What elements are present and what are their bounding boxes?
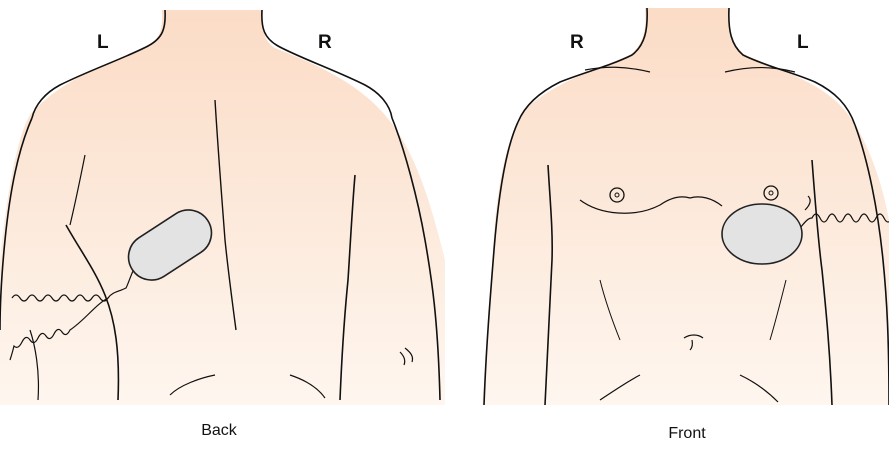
back-side-left-label: L (97, 33, 109, 52)
front-view-caption: Front (627, 426, 747, 442)
back-side-right-label: R (318, 33, 332, 52)
back-view-caption: Back (159, 423, 279, 439)
front-view (482, 8, 889, 405)
front-implant-device (722, 204, 802, 264)
back-view (0, 10, 445, 405)
front-side-left-label: R (570, 33, 584, 52)
front-side-right-label: L (797, 33, 809, 52)
